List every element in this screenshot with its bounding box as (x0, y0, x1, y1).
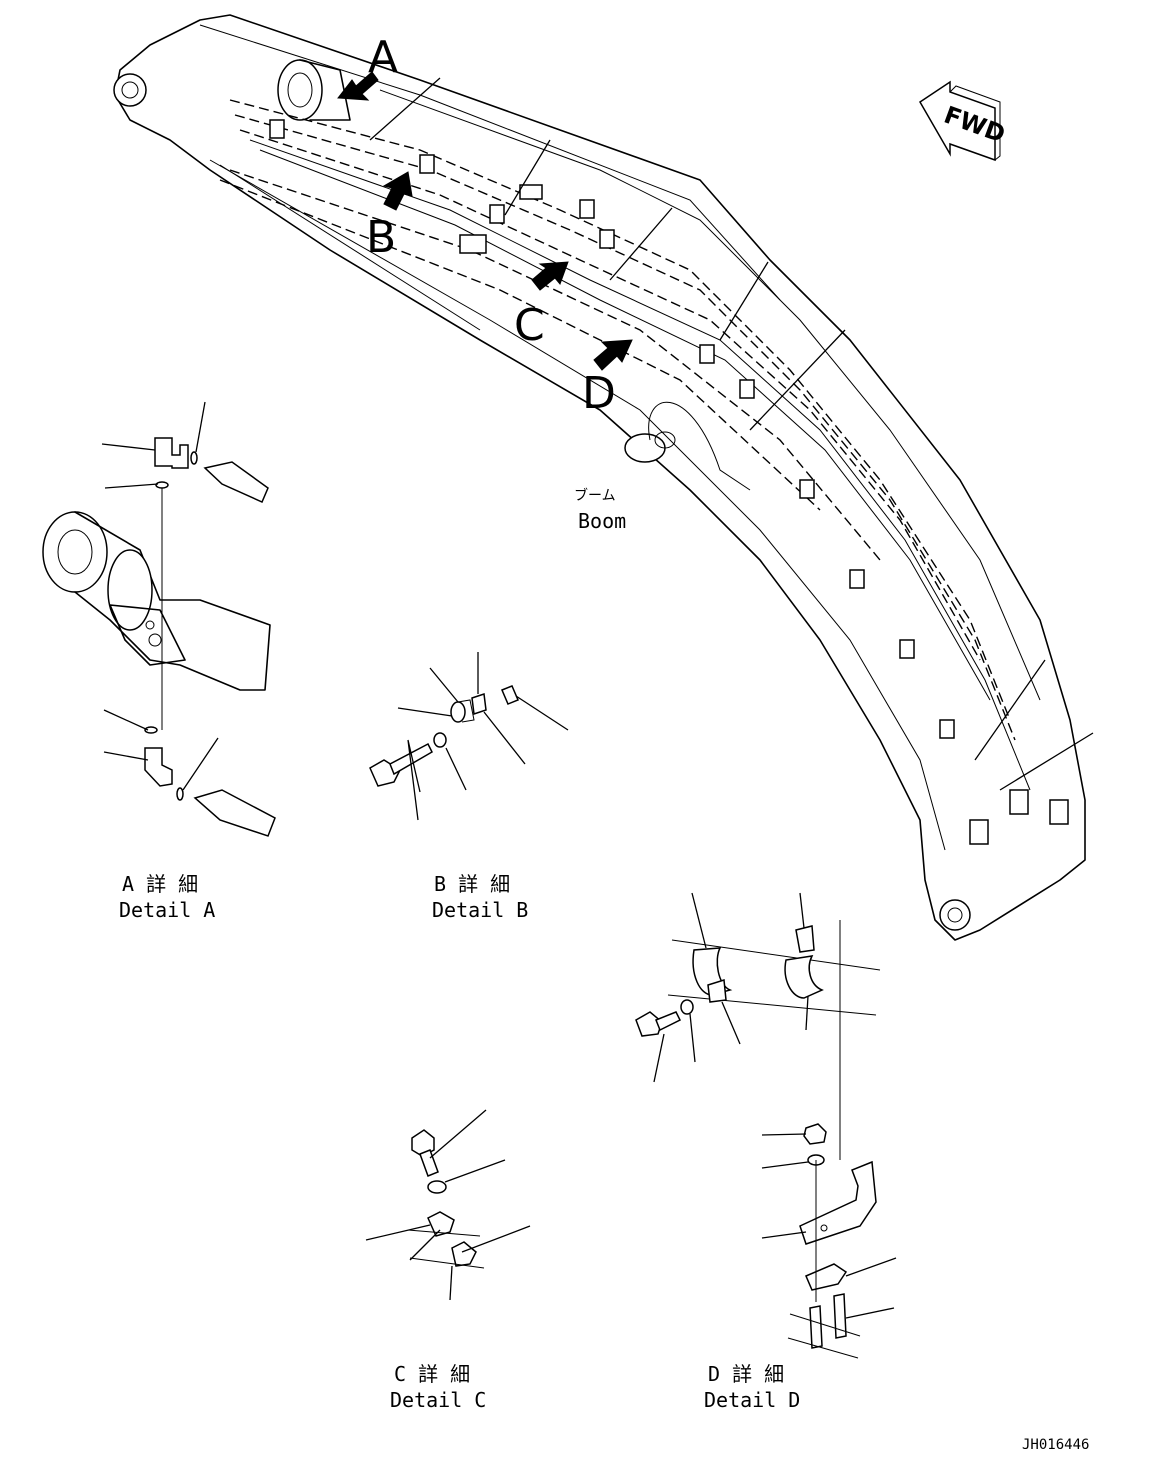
boom-foot-pin (113, 73, 147, 107)
detail-a-title-en: Detail A (119, 898, 215, 922)
callout-c: C (514, 300, 545, 351)
detail-c-title-ja: C 詳 細 (394, 1362, 470, 1386)
detail-b-drawing (369, 652, 569, 821)
hose-clamps (269, 119, 1069, 845)
detail-b-title-en: Detail B (432, 898, 528, 922)
detail-c-drawing (365, 1109, 531, 1301)
boom-label-en: Boom (578, 509, 626, 533)
callout-a: A (368, 32, 398, 83)
boom-assembly (113, 14, 1094, 941)
callout-d: D (582, 368, 616, 419)
cylinder-end (277, 59, 323, 121)
arrow-a (337, 71, 379, 101)
detail-a-title-ja: A 詳 細 (122, 872, 198, 896)
hose-line-3 (239, 129, 981, 661)
detail-d-drawing (635, 892, 897, 1359)
hose-line-1 (229, 99, 1011, 721)
arm-cylinder-boss (624, 433, 666, 463)
callout-arrows (337, 71, 633, 371)
callout-b: B (366, 212, 396, 263)
direction-arrow-icon: FWD (918, 80, 1009, 162)
detail-c-title-en: Detail C (390, 1388, 486, 1412)
detail-d-title-ja: D 詳 細 (708, 1362, 784, 1386)
boom-label-ja: ブーム (574, 487, 616, 504)
hose-line-2 (234, 114, 1016, 741)
boom-top-pin (939, 899, 971, 931)
arrow-b (382, 171, 413, 211)
drawing-number: JH016446 (1022, 1437, 1089, 1453)
detail-d-title-en: Detail D (704, 1388, 800, 1412)
detail-b-title-ja: B 詳 細 (434, 872, 510, 896)
arrow-d (593, 339, 633, 371)
boom-outline (114, 14, 1086, 941)
arrow-c (531, 261, 569, 291)
detail-a-drawing (42, 401, 276, 837)
